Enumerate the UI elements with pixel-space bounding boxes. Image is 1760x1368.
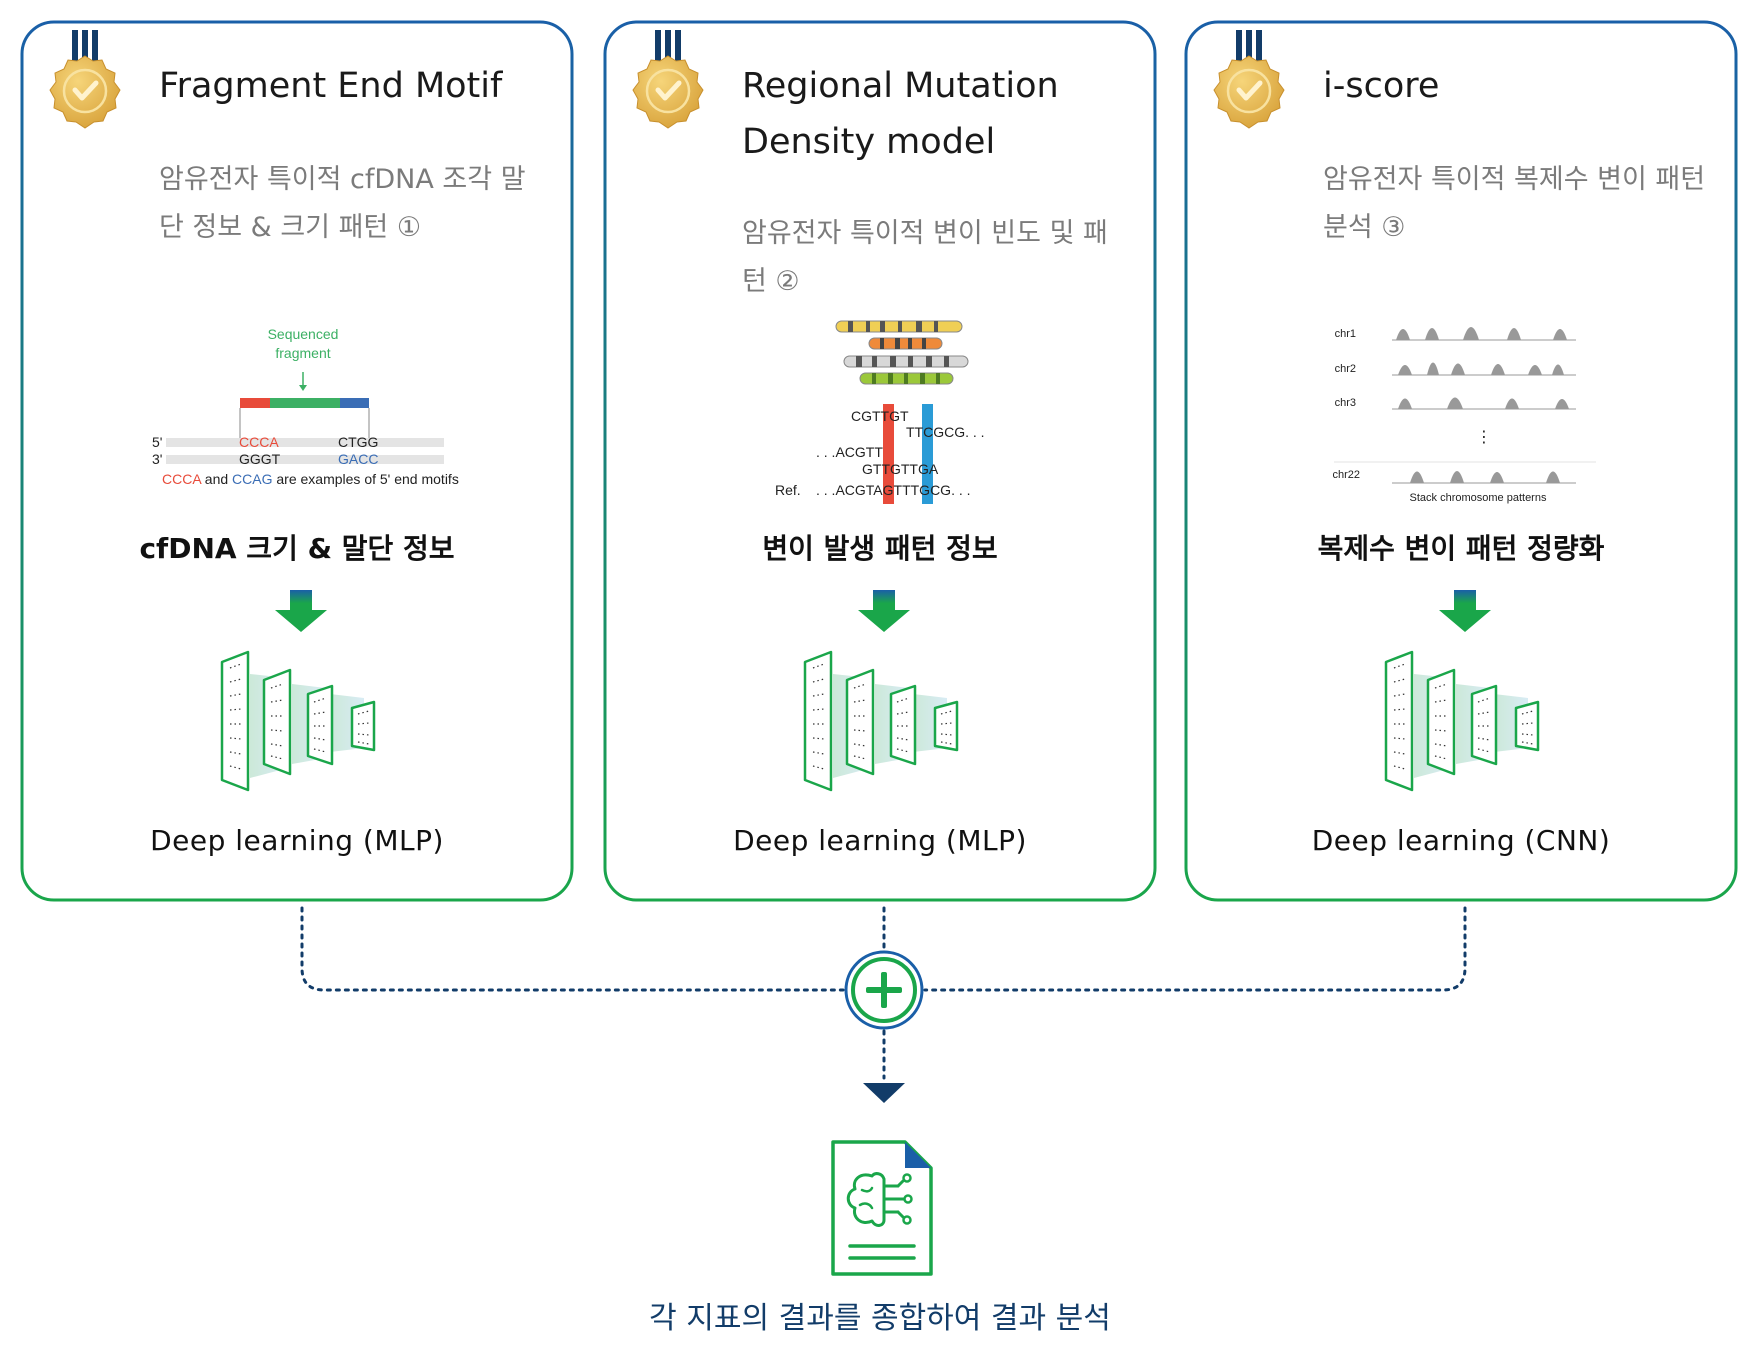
panel-subtitle: 암유전자 특이적 복제수 변이 패턴 분석 ③ — [1323, 164, 1706, 243]
illustration-caption: cfDNA 크기 & 말단 정보 — [139, 532, 455, 565]
connector-lines — [300, 906, 1467, 1080]
motif-note: CCCA and CCAG are examples of 5' end mot… — [162, 471, 459, 487]
panel-border-i-score — [1184, 20, 1738, 902]
mutation-pattern-figure: CGTTGT TTCGCG. . . . . .ACGTT GTTGTTGA R… — [775, 320, 985, 504]
motif-gacc: GACC — [338, 451, 378, 467]
fragment-end-motif-figure: Sequenced fragment 5' 3' CCCA CTGG GGGT … — [152, 326, 459, 487]
panel-title: Regional Mutation Density model — [742, 66, 1059, 162]
plus-circle-icon — [844, 950, 924, 1030]
panel-subtitle: 암유전자 특이적 변이 빈도 및 패턴 ② — [742, 218, 1108, 297]
model-label: Deep learning (MLP) — [150, 824, 444, 857]
motif-gggt: GGGT — [239, 451, 281, 467]
chr1-label: chr1 — [1335, 328, 1356, 340]
final-analysis-text: 각 지표의 결과를 종합하여 결과 분석 — [649, 1301, 1111, 1336]
model-label: Deep learning (MLP) — [733, 824, 1027, 857]
ref-label: Ref. — [775, 482, 801, 498]
fragment-label: fragment — [275, 345, 330, 361]
illustration-caption: 복제수 변이 패턴 정량화 — [1317, 532, 1605, 565]
motif-ctgg: CTGG — [338, 434, 378, 450]
panel-i-score: i-score 암유전자 특이적 복제수 변이 패턴 분석 ③ 복제수 변이 패… — [1184, 20, 1738, 902]
ref-seq: . . .ACGTAGTTTGCG. . . — [816, 482, 971, 498]
sequenced-label: Sequenced — [268, 326, 339, 342]
panel-fragment-end-motif: Fragment End Motif 암유전자 특이적 cfDNA 조각 말단 … — [20, 20, 574, 902]
chr22-label: chr22 — [1332, 469, 1360, 481]
read-seq-3: . . .ACGTT — [816, 444, 883, 460]
panel-border-fragment-end-motif — [20, 20, 574, 902]
strand-3-label: 3' — [152, 451, 162, 467]
ellipsis-label: ⋮ — [1476, 427, 1492, 446]
chr2-label: chr2 — [1335, 363, 1356, 375]
read-seq-4: GTTGTTGA — [862, 461, 939, 477]
read-seq-2: TTCGCG. . . — [906, 424, 985, 440]
brain-document-icon — [831, 1140, 933, 1276]
motif-ccca: CCCA — [239, 434, 279, 450]
panel-title: Fragment End Motif — [159, 66, 503, 106]
panel-border-regional-mutation — [603, 20, 1157, 902]
panel-regional-mutation-density: Regional Mutation Density model 암유전자 특이적… — [603, 20, 1157, 902]
panel-subtitle: 암유전자 특이적 cfDNA 조각 말단 정보 & 크기 패턴 ① — [159, 164, 526, 243]
model-label: Deep learning (CNN) — [1311, 824, 1611, 857]
chromosome-pattern-figure: chr1 chr2 chr3 chr22 ⋮ Stack chromosome … — [1332, 327, 1596, 504]
result-arrow-icon — [863, 1083, 905, 1103]
panel-title: i-score — [1323, 66, 1440, 106]
chr3-label: chr3 — [1335, 397, 1356, 409]
illustration-caption: 변이 발생 패턴 정보 — [762, 532, 998, 565]
read-seq-1: CGTTGT — [851, 408, 909, 424]
stack-pattern-caption: Stack chromosome patterns — [1410, 492, 1547, 504]
strand-5-label: 5' — [152, 434, 162, 450]
